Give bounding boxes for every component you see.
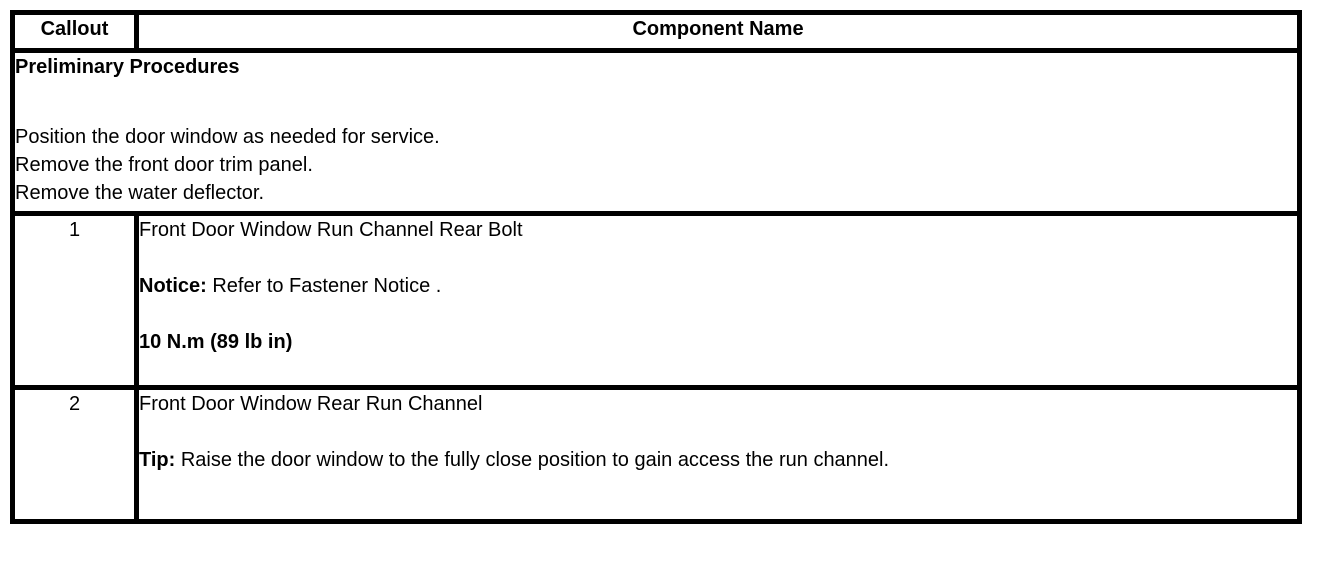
table-header-row: Callout Component Name <box>10 10 1302 53</box>
preliminary-step: Remove the front door trim panel. <box>15 154 313 176</box>
notice-text: Refer to Fastener Notice . <box>212 275 442 297</box>
preliminary-procedures-row: Preliminary Procedures Position the door… <box>10 48 1302 216</box>
component-description-cell: Front Door Window Rear Run Channel Tip: … <box>134 385 1302 524</box>
component-name-column-header: Component Name <box>134 10 1302 53</box>
notice-line: Notice: Refer to Fastener Notice . <box>139 272 1297 300</box>
component-name: Front Door Window Run Channel Rear Bolt <box>139 219 523 241</box>
component-name: Front Door Window Rear Run Channel <box>139 393 483 415</box>
preliminary-step: Position the door window as needed for s… <box>15 126 440 148</box>
component-description-cell: Front Door Window Run Channel Rear Bolt … <box>134 211 1302 390</box>
preliminary-procedures-cell: Preliminary Procedures Position the door… <box>10 48 1302 216</box>
torque-spec: 10 N.m (89 lb in) <box>139 331 293 353</box>
callout-number: 2 <box>10 385 139 524</box>
tip-label: Tip: <box>139 449 176 471</box>
component-table: Callout Component Name Preliminary Proce… <box>10 10 1302 524</box>
callout-number: 1 <box>10 211 139 390</box>
tip-text: Raise the door window to the fully close… <box>180 449 890 471</box>
service-manual-page: Callout Component Name Preliminary Proce… <box>0 10 1328 562</box>
tip-line: Tip: Raise the door window to the fully … <box>139 446 1297 474</box>
notice-label: Notice: <box>139 275 207 297</box>
table-row: 2 Front Door Window Rear Run Channel Tip… <box>10 385 1302 524</box>
callout-column-header: Callout <box>10 10 139 53</box>
preliminary-steps-list: Position the door window as needed for s… <box>15 123 1297 207</box>
preliminary-procedures-title: Preliminary Procedures <box>15 56 240 78</box>
preliminary-step: Remove the water deflector. <box>15 182 265 204</box>
table-row: 1 Front Door Window Run Channel Rear Bol… <box>10 211 1302 390</box>
